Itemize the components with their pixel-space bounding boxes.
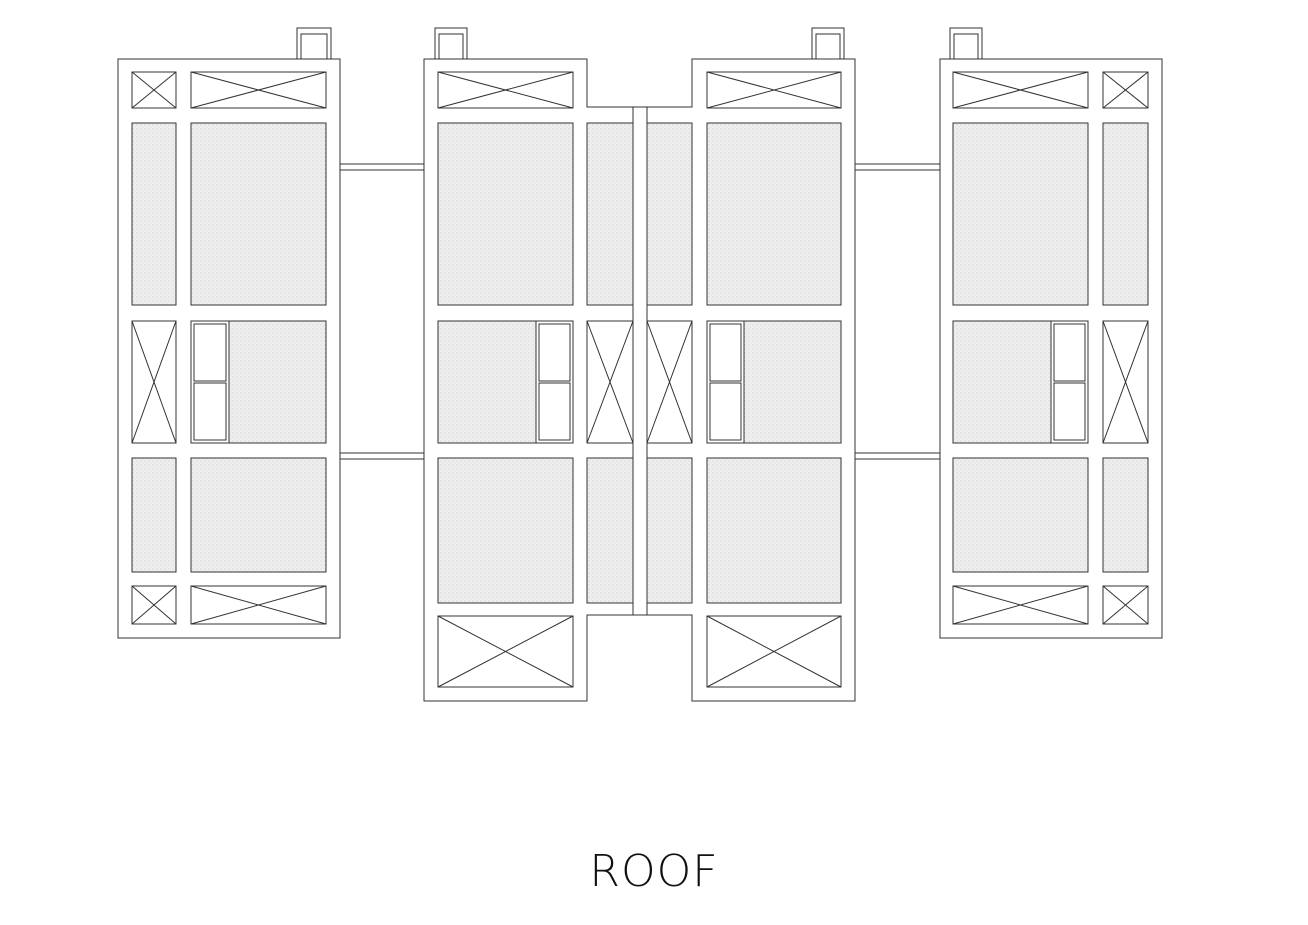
hvac-unit-4a	[953, 72, 1088, 108]
skylight-1a	[132, 123, 176, 305]
hvac-unit-3a	[707, 72, 841, 108]
hatch-1	[191, 321, 229, 443]
chimney-3-inner	[816, 34, 840, 59]
building-4-outline	[940, 59, 1162, 638]
skylight-3d	[707, 458, 841, 603]
skylight-1d	[132, 458, 176, 572]
skylight-1e	[191, 458, 326, 572]
skylight-4a	[953, 123, 1088, 305]
hatch-2	[536, 321, 573, 443]
hvac-unit-4c	[953, 586, 1088, 624]
skylight-2a	[438, 123, 573, 305]
vent-4a	[1103, 321, 1148, 443]
chimney-4	[950, 28, 982, 59]
hvac-unit-2a	[438, 72, 573, 108]
hvac-unit-1b	[191, 72, 326, 108]
vent-1a	[132, 321, 176, 443]
chimney-1-inner	[301, 34, 327, 59]
hatch-3	[707, 321, 744, 443]
skylight-4e	[1103, 458, 1148, 572]
building-2-3	[424, 28, 855, 701]
chimney-3	[812, 28, 844, 59]
skylight-4d	[953, 458, 1088, 572]
skylight-3e	[647, 458, 692, 603]
chimney-2-inner	[439, 34, 463, 59]
skylight-2e	[587, 458, 633, 603]
drawing-title: ROOF	[589, 846, 719, 897]
hatch-4	[1051, 321, 1088, 443]
skylight-4b	[1103, 123, 1148, 305]
hvac-unit-1d	[191, 586, 326, 624]
skylight-2b	[587, 123, 633, 305]
party-wall	[633, 107, 647, 615]
walkway-1	[340, 164, 424, 170]
walkway-4	[855, 453, 940, 459]
hvac-unit-4d	[1103, 586, 1148, 624]
skylight-3b	[647, 123, 692, 305]
chimney-2	[435, 28, 467, 59]
walkway-2	[340, 453, 424, 459]
chimney-4-inner	[954, 34, 978, 59]
walkway-3	[855, 164, 940, 170]
hvac-unit-1a	[132, 72, 176, 108]
hvac-unit-4b	[1103, 72, 1148, 108]
hvac-unit-2b	[438, 616, 573, 687]
skylight-2d	[438, 458, 573, 603]
building-1-outline	[118, 59, 340, 638]
hvac-unit-1c	[132, 586, 176, 624]
hvac-unit-3b	[707, 616, 841, 687]
vent-3a	[647, 321, 692, 443]
building-1	[118, 28, 340, 638]
vent-2a	[587, 321, 633, 443]
skylight-1b	[191, 123, 326, 305]
central-outline	[424, 59, 855, 701]
skylight-3a	[707, 123, 841, 305]
chimney-1	[297, 28, 331, 59]
building-4	[940, 28, 1162, 638]
